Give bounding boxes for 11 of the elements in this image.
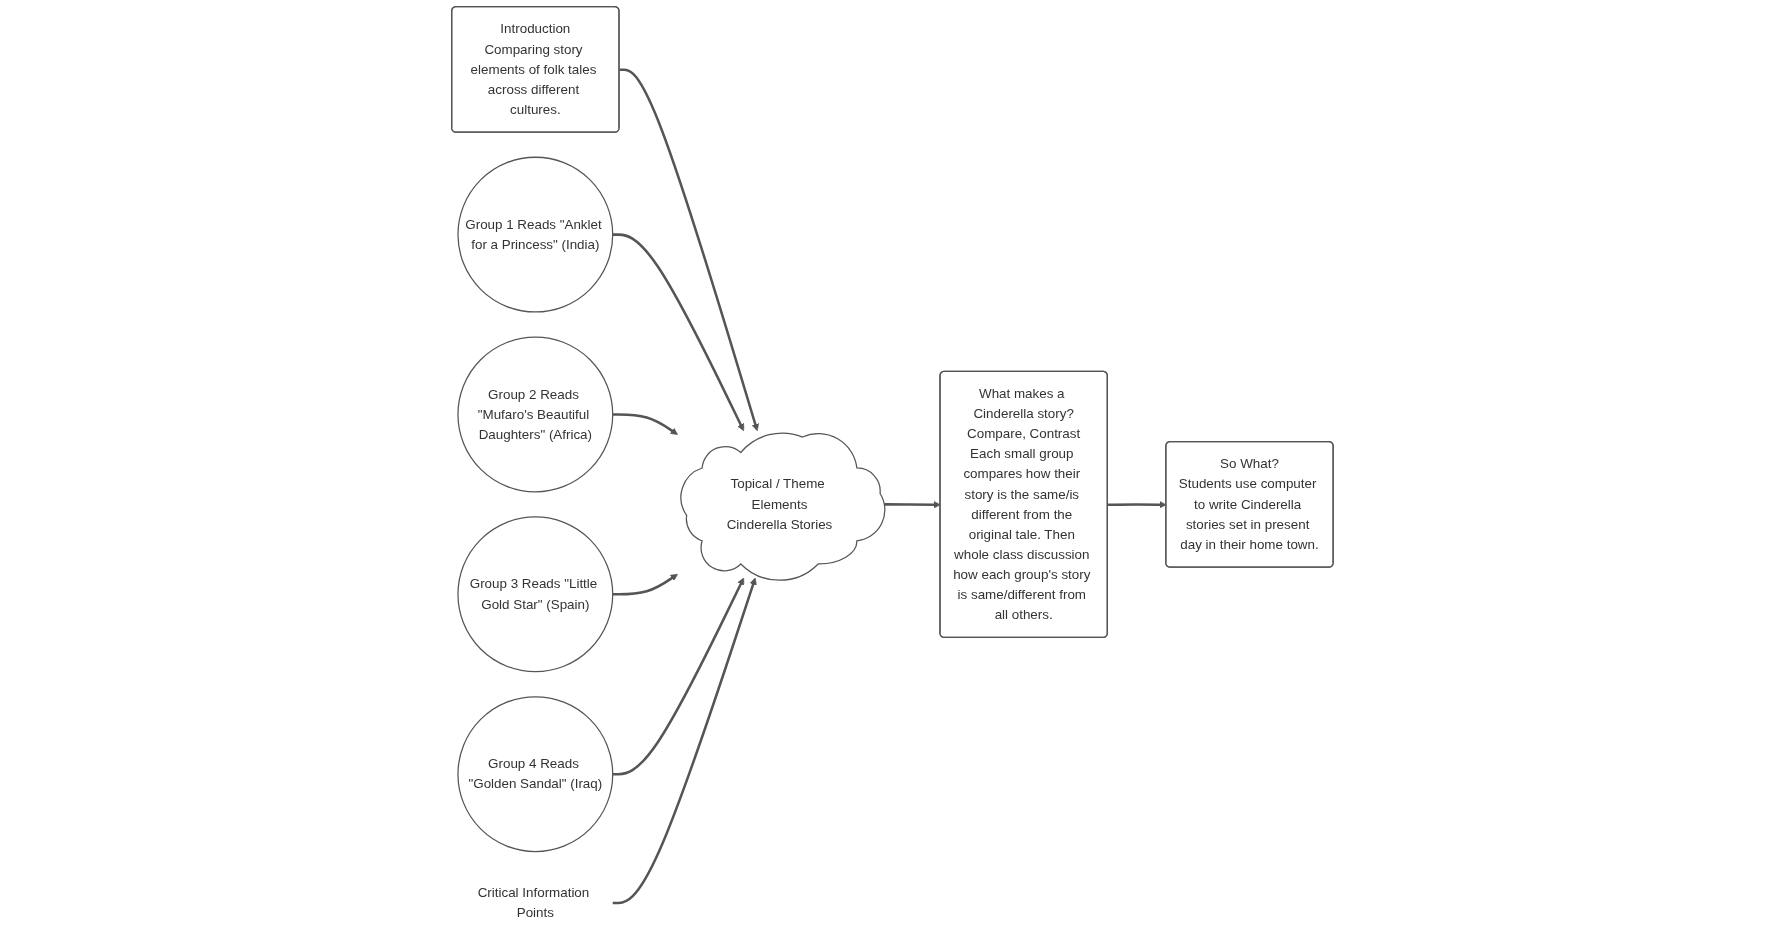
node-circle: Group 4 Reads "Golden Sandal" (Iraq) bbox=[456, 696, 613, 853]
arrow bbox=[612, 577, 757, 905]
arrow bbox=[612, 577, 744, 776]
arrow bbox=[612, 573, 678, 596]
node-circle: Group 1 Reads "Anklet for a Princess" (India) bbox=[456, 156, 613, 313]
node-text: Critical Information Points bbox=[477, 885, 589, 920]
node-circle: Group 2 Reads "Mufaro's Beautiful Daughters" (Africa) bbox=[456, 336, 613, 493]
node-circle: Group 3 Reads "Little Gold Star" (Spain) bbox=[456, 516, 613, 673]
arrow bbox=[612, 413, 678, 435]
arrow bbox=[618, 68, 759, 432]
arrow bbox=[612, 233, 744, 432]
